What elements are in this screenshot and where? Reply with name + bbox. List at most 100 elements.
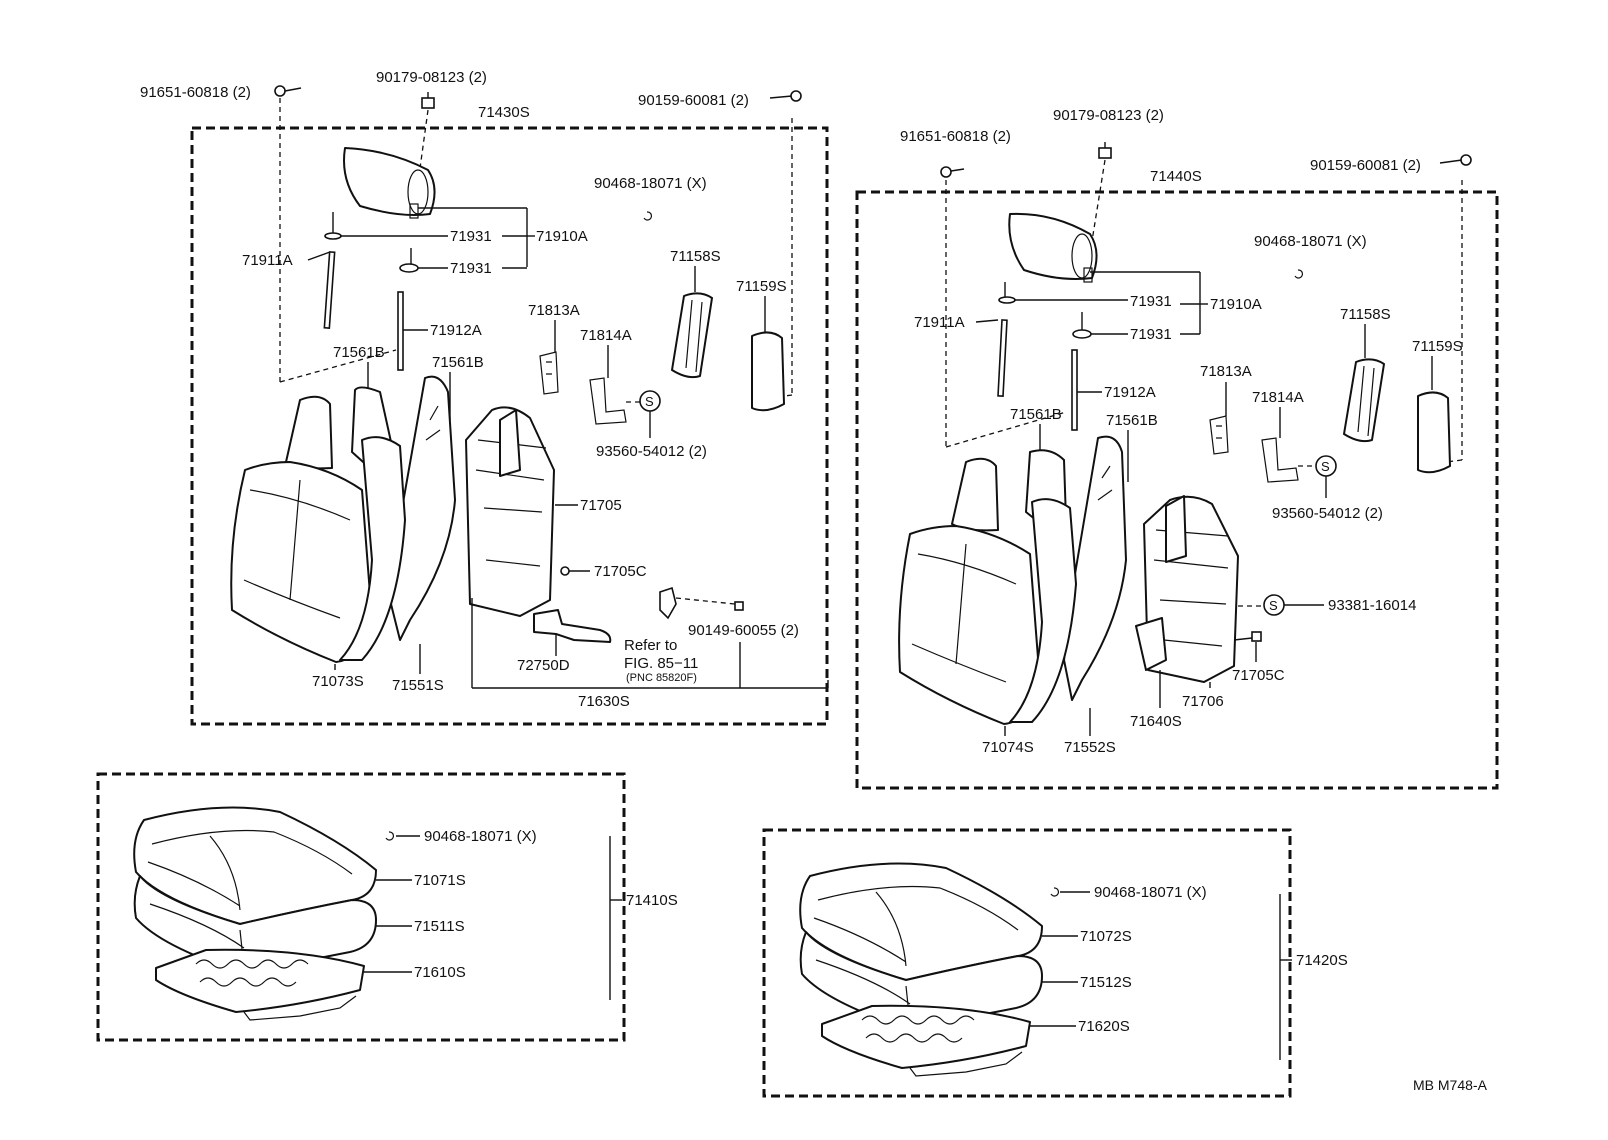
hinge-icon [589,377,627,425]
drawing-code: MB M748-A [1413,1077,1488,1093]
label-left-hinge-b: 71814A [580,327,632,344]
label-left-refer-2: FIG. 85−11 [624,655,698,672]
rod-icon [397,291,404,371]
label-left-frame-sub: 71630S [578,693,630,710]
right-cushion-frame-drawing [821,1004,1031,1077]
label-right-support-a: 71911A [914,314,965,331]
label-left-headrest: 71910A [536,228,588,245]
rod-icon [323,251,336,329]
left-seatback-frame [190,126,829,726]
screw-symbol-letter: S [1269,598,1278,613]
label-left-pad: 71551S [392,677,444,694]
left-release-lever [533,609,612,643]
label-left-lever: 72750D [517,657,570,674]
label-right-cover-l: 71158S [1340,306,1391,323]
label-right-cushion-frame: 71620S [1078,1018,1130,1035]
left-cushion-group: 90468-18071 (X) 71071S 71511S 71610S 714… [96,772,678,1042]
label-left-screw-s: 93560-54012 (2) [596,443,707,460]
label-left-clip-b: 90149-60055 (2) [688,622,799,639]
label-right-pad-l: 71561B [1010,406,1062,423]
hinge-icon [539,351,559,395]
label-left-bolt-a: 91651-60818 (2) [140,84,251,101]
bolt-icon [940,166,965,178]
label-right-frame: 71706 [1182,693,1224,710]
label-right-screw-s: 93560-54012 (2) [1272,505,1383,522]
clip-icon [643,211,653,221]
label-right-hinge-b: 71814A [1252,389,1304,406]
label-left-support-b: 71912A [430,322,482,339]
label-left-bolt-c: 71705C [594,563,647,580]
label-left-cushion-cover: 71071S [414,872,466,889]
right-headrest-drawing [1008,212,1098,283]
bolt-icon [1233,631,1262,642]
right-seatback-frame-drawing [1135,495,1239,683]
clip-icon [659,586,744,620]
right-side-cover-l [1343,358,1385,443]
bolt-icon [560,566,590,576]
nut-icon [1098,142,1112,159]
left-headrest-drawing [343,147,436,219]
label-left-seatback-assembly: 71430S [478,104,530,121]
clip-icon [1050,887,1060,897]
right-seatback-group: 71440S 91651-60818 (2) 90179-08123 (2) 9… [855,107,1499,790]
label-left-cover-r: 71159S [736,278,787,295]
label-right-screw-a: 90159-60081 (2) [1310,157,1421,174]
label-right-cushion-assembly: 71420S [1296,952,1348,969]
label-left-hinge-a: 71813A [528,302,580,319]
rod-icon [997,319,1008,397]
left-cushion-frame-drawing [155,948,365,1021]
label-right-frame-sub: 71640S [1130,713,1182,730]
left-seatback-cover-drawing [230,375,456,663]
label-right-clip-a: 90468-18071 (X) [1254,233,1367,250]
label-left-guide-2: 71931 [450,260,492,277]
label-right-cushion-clip: 90468-18071 (X) [1094,884,1207,901]
label-right-screw-t: 93381-16014 [1328,597,1416,614]
label-left-clip-a: 90468-18071 (X) [594,175,707,192]
bolt-icon [274,85,302,97]
label-right-support-b: 71912A [1104,384,1156,401]
label-right-guide-2: 71931 [1130,326,1172,343]
right-seatback-frame [855,190,1499,790]
label-right-cushion-cover: 71072S [1080,928,1132,945]
label-right-bolt-c: 71705C [1232,667,1285,684]
label-left-pad-r: 71561B [432,354,484,371]
label-left-pad-l: 71561B [333,344,385,361]
screw-icon [769,90,802,102]
guide-icon [399,248,419,273]
label-right-headrest: 71910A [1210,296,1262,313]
guide-icon [998,282,1016,304]
left-side-cover-l [671,292,713,379]
label-right-bolt-a: 91651-60818 (2) [900,128,1011,145]
label-left-nut-a: 90179-08123 (2) [376,69,487,86]
rod-icon [1071,349,1078,431]
screw-icon [1439,154,1472,166]
right-cushion-frame [762,828,1292,1098]
label-left-cover: 71073S [312,673,364,690]
label-right-cover: 71074S [982,739,1034,756]
clip-icon [1294,269,1304,279]
guide-icon [324,212,342,240]
label-left-refer-3: (PNC 85820F) [626,672,697,684]
guide-icon [1072,312,1092,339]
left-cushion-frame [96,772,626,1042]
label-left-screw-a: 90159-60081 (2) [638,92,749,109]
clip-icon [385,831,395,841]
label-right-nut-a: 90179-08123 (2) [1053,107,1164,124]
left-side-cover-r [751,331,785,412]
label-right-guide-1: 71931 [1130,293,1172,310]
label-right-pad: 71552S [1064,739,1116,756]
label-right-seatback-assembly: 71440S [1150,168,1202,185]
hinge-icon [1261,437,1299,483]
label-left-cover-l: 71158S [670,248,721,265]
left-seatback-frame-drawing [465,406,555,617]
label-left-cushion-frame: 71610S [414,964,466,981]
right-cushion-group: 90468-18071 (X) 71072S 71512S 71620S 714… [762,828,1348,1098]
label-left-support-a: 71911A [242,252,293,269]
label-left-frame: 71705 [580,497,622,514]
right-seatback-cover-drawing [898,435,1127,725]
screw-symbol-letter: S [645,394,654,409]
label-left-cushion-assembly: 71410S [626,892,678,909]
label-right-cover-r: 71159S [1412,338,1463,355]
left-seatback-group: 71430S 91651-60818 (2) 90179-08123 (2) 9… [140,69,829,726]
nut-icon [421,92,435,109]
